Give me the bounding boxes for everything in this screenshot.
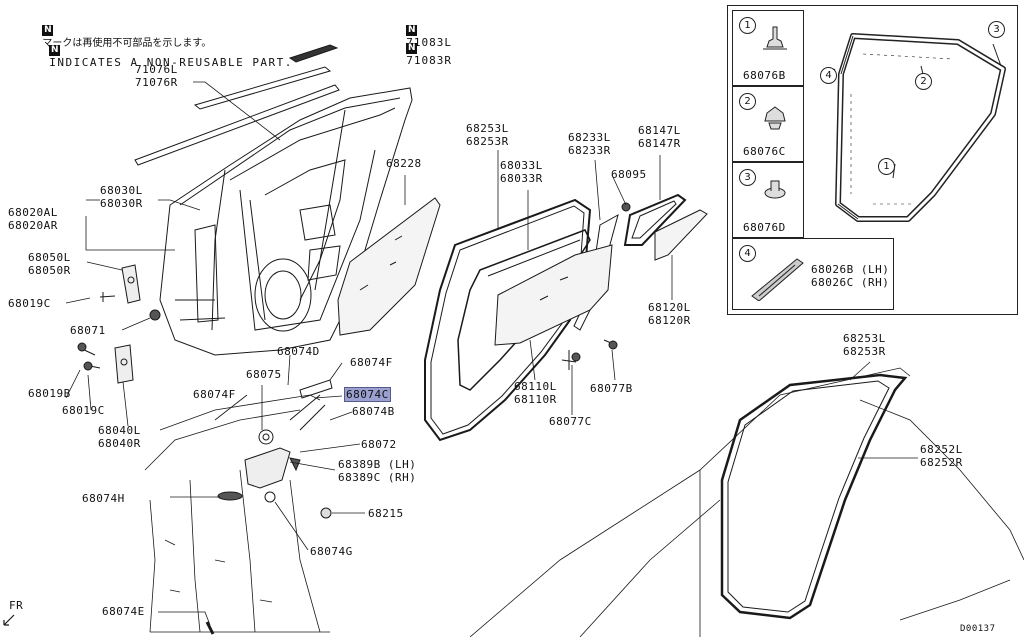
label-68074e[interactable]: 68074E — [102, 605, 145, 618]
label-68075[interactable]: 68075 — [246, 368, 282, 381]
label-68072[interactable]: 68072 — [361, 438, 397, 451]
label-68074f-top[interactable]: 68074F — [350, 356, 393, 369]
label-68233[interactable]: 68233L 68233R — [568, 131, 611, 157]
diagram-code: D00137 — [960, 624, 996, 634]
label-68074d[interactable]: 68074D — [277, 345, 320, 358]
n-mark-box: N — [406, 24, 418, 36]
inset-cell-1[interactable]: 1 68076B — [732, 10, 804, 86]
label-68019c-bottom[interactable]: 68019C — [62, 404, 105, 417]
label-68050[interactable]: 68050L 68050R — [28, 251, 71, 277]
pad-68074h — [217, 491, 243, 501]
seal-68026-icon — [751, 258, 804, 301]
callout-number: 1 — [739, 17, 756, 34]
label-68253-door[interactable]: 68253L 68253R — [466, 122, 509, 148]
label-68033[interactable]: 68033L 68033R — [500, 159, 543, 185]
label-68071[interactable]: 68071 — [70, 324, 106, 337]
inset-part-number: 68076D — [743, 221, 786, 234]
molding-71076-lower — [134, 84, 340, 166]
front-direction-label: FR — [9, 599, 24, 612]
door-glass-68110 — [494, 244, 613, 346]
inset-part-number: 68076C — [743, 145, 786, 158]
n-mark-box: N — [49, 44, 61, 56]
part-71083R[interactable]: N 71083R — [393, 28, 452, 67]
door-glass-68228 — [337, 197, 441, 336]
label-68040[interactable]: 68040L 68040R — [98, 424, 141, 450]
note-en-text: INDICATES A NON-REUSABLE PART. — [49, 56, 293, 69]
label-68110[interactable]: 68110L 68110R — [514, 380, 557, 406]
trim-bracket — [244, 447, 291, 489]
callout-number: 2 — [739, 93, 756, 110]
label-68077b[interactable]: 68077B — [590, 382, 633, 395]
body-weatherstrip — [720, 373, 908, 620]
inset-part-number: 68076B — [743, 69, 786, 82]
molding-71076-top — [193, 66, 332, 110]
note-jp-text: マークは再使用不可部品を示します。 — [42, 38, 212, 49]
label-68228[interactable]: 68228 — [386, 157, 422, 170]
n-mark-box: N — [42, 24, 54, 36]
inset-callout-2: 2 — [915, 73, 932, 90]
label-68215[interactable]: 68215 — [368, 507, 404, 520]
inset-callout-4: 4 — [820, 67, 837, 84]
label-68147[interactable]: 68147L 68147R — [638, 124, 681, 150]
inset-part-number: 68026B (LH) 68026C (RH) — [811, 263, 890, 289]
inset-callout-3: 3 — [988, 21, 1005, 38]
inset-callout-1: 1 — [878, 158, 895, 175]
door-weatherstrip — [424, 198, 592, 442]
trim-strip — [299, 379, 333, 399]
label-68095[interactable]: 68095 — [611, 168, 647, 181]
non-reusable-note-en: N INDICATES A NON-REUSABLE PART. — [36, 30, 293, 69]
label-68020[interactable]: 68020AL 68020AR — [8, 206, 58, 232]
molding-71083 — [288, 44, 339, 63]
label-68074h[interactable]: 68074H — [82, 492, 125, 505]
label-68252[interactable]: 68252L 68252R — [920, 443, 963, 469]
inset-cell-3[interactable]: 3 68076D — [732, 162, 804, 238]
run-channel — [457, 229, 591, 391]
detail-inset: 1 68076B 2 68076C 3 68076D 4 68026B (LH)… — [727, 5, 1018, 315]
label-68074g[interactable]: 68074G — [310, 545, 353, 558]
label-68389[interactable]: 68389B (LH) 68389C (RH) — [338, 458, 417, 484]
car-body — [469, 367, 1024, 637]
callout-number: 3 — [739, 169, 756, 186]
clip-68076c-icon — [764, 106, 786, 130]
n-mark-box: N — [406, 42, 418, 54]
quarter-glass — [654, 209, 708, 261]
callout-number: 4 — [739, 245, 756, 262]
fr-arrow — [3, 614, 15, 626]
lower-hinge — [77, 342, 134, 384]
lower-door-outline — [144, 394, 330, 633]
label-68030[interactable]: 68030L 68030R — [100, 184, 143, 210]
label-68120[interactable]: 68120L 68120R — [648, 301, 691, 327]
label-68074f-left[interactable]: 68074F — [193, 388, 236, 401]
inset-cell-2[interactable]: 2 68076C — [732, 86, 804, 162]
clip-68076b-icon — [763, 26, 787, 50]
clip-68076d-icon — [764, 180, 786, 199]
part-number: 71083R — [406, 54, 452, 67]
part-number: 71083L — [406, 36, 452, 49]
part-71083L[interactable]: N 71083L — [393, 10, 452, 49]
quarter-frame — [623, 193, 687, 246]
label-68019c-top[interactable]: 68019C — [8, 297, 51, 310]
inset-cell-4[interactable]: 4 68026B (LH) 68026C (RH) — [732, 238, 894, 310]
upper-hinge — [99, 264, 161, 321]
inset-weatherstrip-drawing — [822, 33, 1006, 222]
door-panel — [159, 87, 413, 356]
label-68074b[interactable]: 68074B — [352, 405, 395, 418]
label-68077c[interactable]: 68077C — [549, 415, 592, 428]
label-68074c-highlighted[interactable]: 68074C — [344, 387, 391, 402]
non-reusable-note-jp: N マークは再使用不可部品を示します。 — [36, 11, 211, 50]
leader-lines — [65, 81, 918, 626]
label-71076[interactable]: 71076L 71076R — [135, 63, 178, 89]
label-68253-body[interactable]: 68253L 68253R — [843, 332, 886, 358]
label-68019b[interactable]: 68019B — [28, 387, 71, 400]
